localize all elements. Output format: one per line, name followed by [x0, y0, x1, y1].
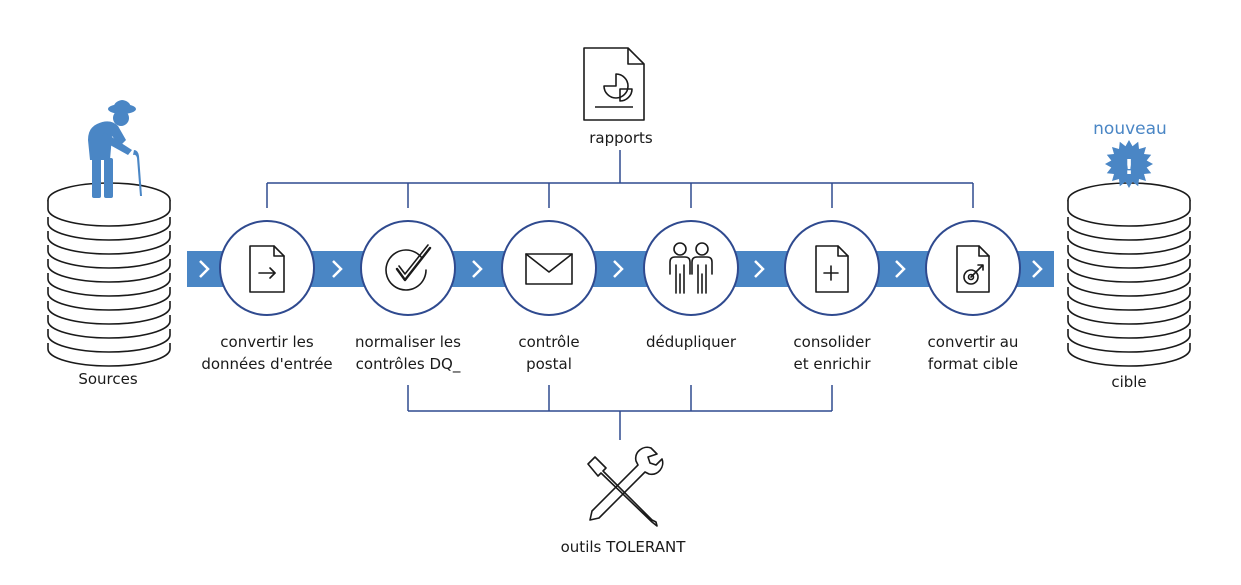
- step-circle: [784, 220, 880, 316]
- step-circle: [219, 220, 315, 316]
- step-6: convertir au format cible: [925, 220, 1021, 373]
- chevron-icon: [895, 260, 906, 278]
- step-label-line1: contrôle: [518, 333, 579, 351]
- step-circle: [501, 220, 597, 316]
- step-circle: [925, 220, 1021, 316]
- tools-label: outils TOLERANT: [561, 538, 687, 556]
- step-circle: [360, 220, 456, 316]
- step-label-line1: dédupliquer: [646, 333, 737, 351]
- check-badge-icon: [385, 244, 432, 291]
- reports-label: rapports: [589, 129, 653, 147]
- step-label-line2: et enrichir: [793, 355, 871, 373]
- source-database-icon: [47, 182, 171, 367]
- chevron-icon: [472, 260, 483, 278]
- reports-connector: [266, 150, 974, 208]
- step-label-line2: données d'entrée: [201, 355, 332, 373]
- chevron-icon: [1032, 260, 1043, 278]
- step-5: consolider et enrichir: [784, 220, 880, 373]
- new-badge-label: nouveau: [1093, 119, 1167, 139]
- file-arrow-icon: [249, 245, 285, 293]
- step-2: normaliser les contrôles DQ_: [355, 220, 461, 374]
- step-4: dédupliquer: [643, 220, 739, 351]
- step-label-line1: normaliser les: [355, 333, 461, 351]
- step-1: convertir les données d'entrée: [201, 220, 333, 373]
- steps: convertir les données d'entrée normaliser…: [201, 220, 1021, 374]
- new-badge-icon: !: [1105, 140, 1153, 188]
- file-plus-icon: [815, 245, 849, 293]
- report-document-icon: [583, 47, 645, 121]
- file-target-icon: [956, 245, 990, 293]
- step-3: contrôle postal: [501, 220, 597, 373]
- elderly-person-icon: [88, 100, 142, 198]
- source-label: Sources: [78, 370, 138, 388]
- tools-icon: [587, 446, 664, 527]
- target-database-icon: [1067, 182, 1191, 367]
- svg-text:!: !: [1124, 155, 1133, 179]
- target-label: cible: [1111, 373, 1146, 391]
- tools-connector: [407, 385, 833, 440]
- chevron-icon: [332, 260, 343, 278]
- step-circle: [643, 220, 739, 316]
- people-pair-icon: [669, 242, 713, 294]
- chevron-icon: [199, 260, 210, 278]
- chevron-icon: [754, 260, 765, 278]
- step-label-line2: contrôles DQ_: [356, 355, 461, 374]
- band-chevrons: [199, 260, 1043, 278]
- step-label-line2: format cible: [928, 355, 1018, 373]
- step-label-line1: convertir au: [928, 333, 1019, 351]
- chevron-icon: [613, 260, 624, 278]
- step-label-line2: postal: [526, 355, 572, 373]
- step-label-line1: consolider: [793, 333, 871, 351]
- step-label-line1: convertir les: [220, 333, 314, 351]
- envelope-icon: [525, 253, 573, 285]
